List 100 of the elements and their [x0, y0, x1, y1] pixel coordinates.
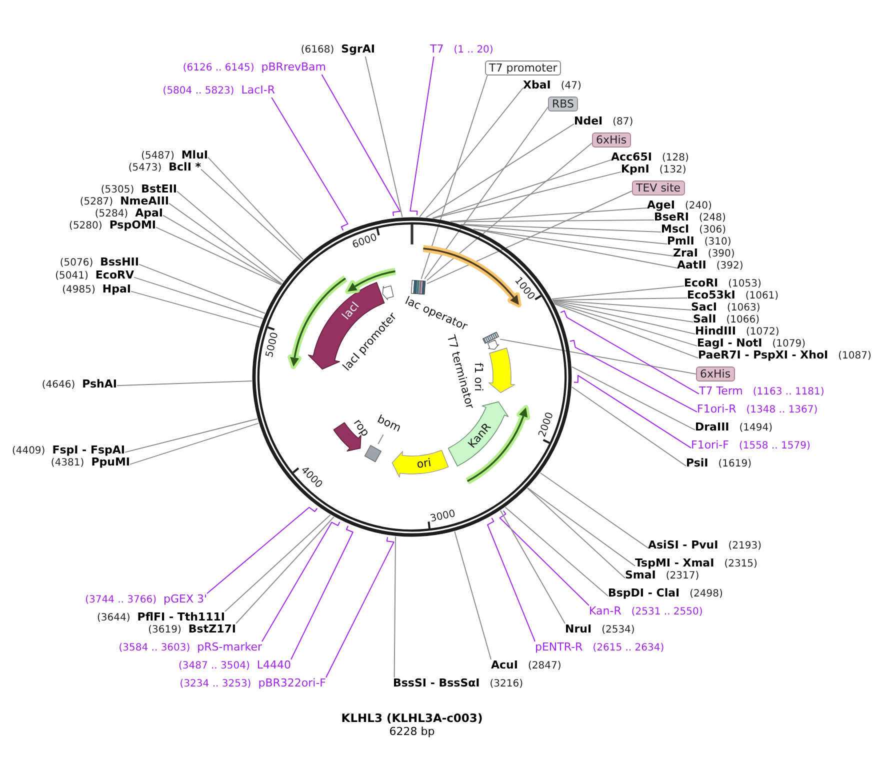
cut-position: (4646): [42, 380, 76, 392]
primer-name: T7: [430, 44, 444, 56]
leader-line: [426, 142, 592, 281]
enzyme-name: BstZ17I: [188, 624, 236, 636]
enzyme-name: ApaI: [135, 208, 163, 220]
cut-position: (392): [716, 260, 744, 272]
leader-line: [460, 224, 662, 232]
leader-line: [130, 290, 260, 328]
feature-label: 6xHis: [592, 132, 631, 148]
enzyme-name: PsiI: [686, 458, 708, 470]
leader-line: [138, 264, 266, 314]
primer-position: (6126 .. 6145): [182, 62, 254, 74]
cut-position: (1072): [746, 326, 780, 338]
leader-line: [571, 366, 696, 430]
cut-position: (1619): [718, 458, 752, 470]
tick-label: 3000: [429, 508, 457, 526]
primer-position: (1348 .. 1367): [746, 404, 818, 416]
leader-line: [426, 123, 574, 218]
cut-position: (5305): [100, 184, 134, 196]
primer-name: pENTR-R: [535, 642, 583, 654]
enzyme-name: PspOMI: [109, 220, 156, 232]
cut-position: (2498): [690, 588, 723, 600]
feature-name: f1 ori: [472, 362, 484, 392]
leader-line: [236, 516, 334, 624]
leader-line: [420, 75, 488, 280]
primer-name: pRS-marker: [197, 642, 262, 654]
leader-line: [552, 300, 692, 310]
cut-position: (3216): [490, 678, 524, 690]
enzyme-name: AcuI: [491, 660, 518, 672]
enzyme-name: PpuMI: [91, 456, 130, 468]
leader-line: [200, 168, 302, 262]
primer-name: LacI-R: [241, 84, 275, 96]
cut-position: (132): [659, 164, 686, 176]
enzyme-name: BclI *: [168, 162, 201, 174]
cut-position: (5280): [69, 220, 102, 232]
leader-line: [500, 338, 696, 374]
enzyme-name: PshAI: [82, 378, 117, 390]
primer-position: (5804 .. 5823): [162, 86, 234, 98]
feature-label: RBS: [548, 96, 578, 112]
enzyme-name: MscI: [661, 224, 690, 236]
leader-line: [499, 510, 590, 606]
enzyme-name: BssHII: [100, 256, 139, 268]
leader-line: [472, 228, 674, 256]
cut-position: (2315): [724, 558, 758, 570]
primer-name: Kan-R: [589, 606, 622, 618]
enzyme-name: KpnI: [621, 164, 650, 176]
leader-line: [432, 171, 622, 219]
primer-position: (3744 .. 3766): [85, 594, 156, 606]
feature-label: T7 promoter: [485, 60, 562, 76]
leader-line: [426, 190, 632, 284]
enzyme-name: SmaI: [625, 570, 656, 582]
leader-line: [450, 207, 648, 222]
leader-line: [553, 302, 698, 346]
leader-line: [504, 506, 608, 596]
enzyme-name: PmlI: [667, 236, 694, 248]
cut-position: (4409): [12, 446, 46, 458]
cut-position: (3644): [97, 612, 130, 624]
enzyme-name: AsiSI - PvuI: [648, 540, 718, 552]
primer-position: (3584 .. 3603): [118, 642, 190, 654]
leader-line: [473, 228, 678, 268]
leader-line: [552, 300, 694, 322]
enzyme-name: BseRI: [654, 212, 689, 224]
primer-position: (1163 .. 1181): [752, 386, 824, 398]
leader-line: [551, 285, 684, 300]
feature-name: ori: [416, 457, 432, 472]
enzyme-name: PflFI - Tth111I: [137, 612, 225, 624]
enzyme-name: AatII: [677, 260, 706, 272]
cut-position: (2847): [528, 660, 562, 672]
cut-position: (5284): [94, 208, 128, 220]
tick-label: 5000: [264, 331, 282, 359]
leader-line: [527, 487, 636, 566]
feature-label: 6xHis: [696, 366, 735, 382]
enzyme-name: NruI: [565, 624, 592, 636]
primer-name: F1ori-R: [697, 404, 736, 416]
cut-position: (5041): [55, 270, 88, 282]
enzyme-name: SalI: [693, 314, 716, 326]
primer-name: pBR322ori-F: [258, 678, 326, 690]
cut-position: (390): [708, 248, 735, 260]
primer-name: L4440: [256, 660, 291, 672]
cut-position: (1061): [745, 290, 779, 302]
cut-position: (1079): [772, 338, 806, 350]
primer-position: (1 .. 20): [454, 44, 494, 56]
cut-position: (5076): [60, 258, 94, 270]
leader-line: [271, 97, 348, 231]
cut-position: (310): [704, 236, 732, 248]
cut-position: (240): [684, 200, 712, 212]
primer-position: (1558 .. 1579): [738, 440, 810, 452]
leader-line: [432, 159, 612, 219]
primer-position: (2531 .. 2550): [631, 606, 703, 618]
leader-line: [526, 488, 626, 578]
enzyme-name: ZraI: [673, 248, 698, 260]
enzyme-name: BssSI - BssSαI: [393, 678, 480, 690]
leader-line: [162, 214, 282, 285]
cut-position: (5487): [141, 150, 174, 162]
leader-line: [552, 301, 696, 334]
leader-line: [224, 514, 331, 612]
cut-position: (1063): [726, 302, 760, 314]
cut-position: (2193): [728, 540, 762, 552]
leader-line: [571, 386, 686, 466]
feature-label: TEV site: [632, 180, 685, 196]
